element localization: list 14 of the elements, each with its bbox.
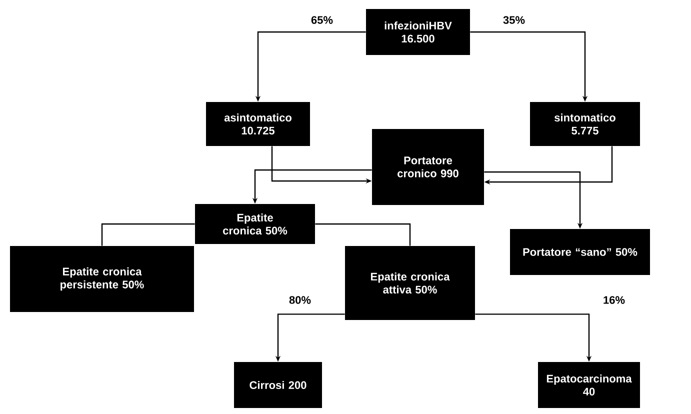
edge-label: 35% — [502, 15, 526, 25]
process-box: infezioniHBV 16.500 — [366, 9, 470, 55]
process-box: Portatore cronico 990 — [372, 129, 484, 205]
edge-label: 16% — [602, 295, 626, 305]
process-box: Epatocarcinoma 40 — [538, 362, 640, 408]
process-box: Epatite cronica persistente 50% — [10, 246, 194, 312]
process-box: Epatite cronica attiva 50% — [345, 246, 475, 320]
process-box: Epatite cronica 50% — [195, 204, 315, 244]
edge-label: 65% — [310, 15, 334, 25]
process-box: Portatore “sano” 50% — [510, 229, 650, 275]
process-box: sintomatico 5.775 — [530, 102, 640, 146]
process-box: Cirrosi 200 — [234, 362, 322, 408]
process-box: asintomatico 10.725 — [206, 102, 310, 146]
edge-label: 80% — [288, 295, 312, 305]
